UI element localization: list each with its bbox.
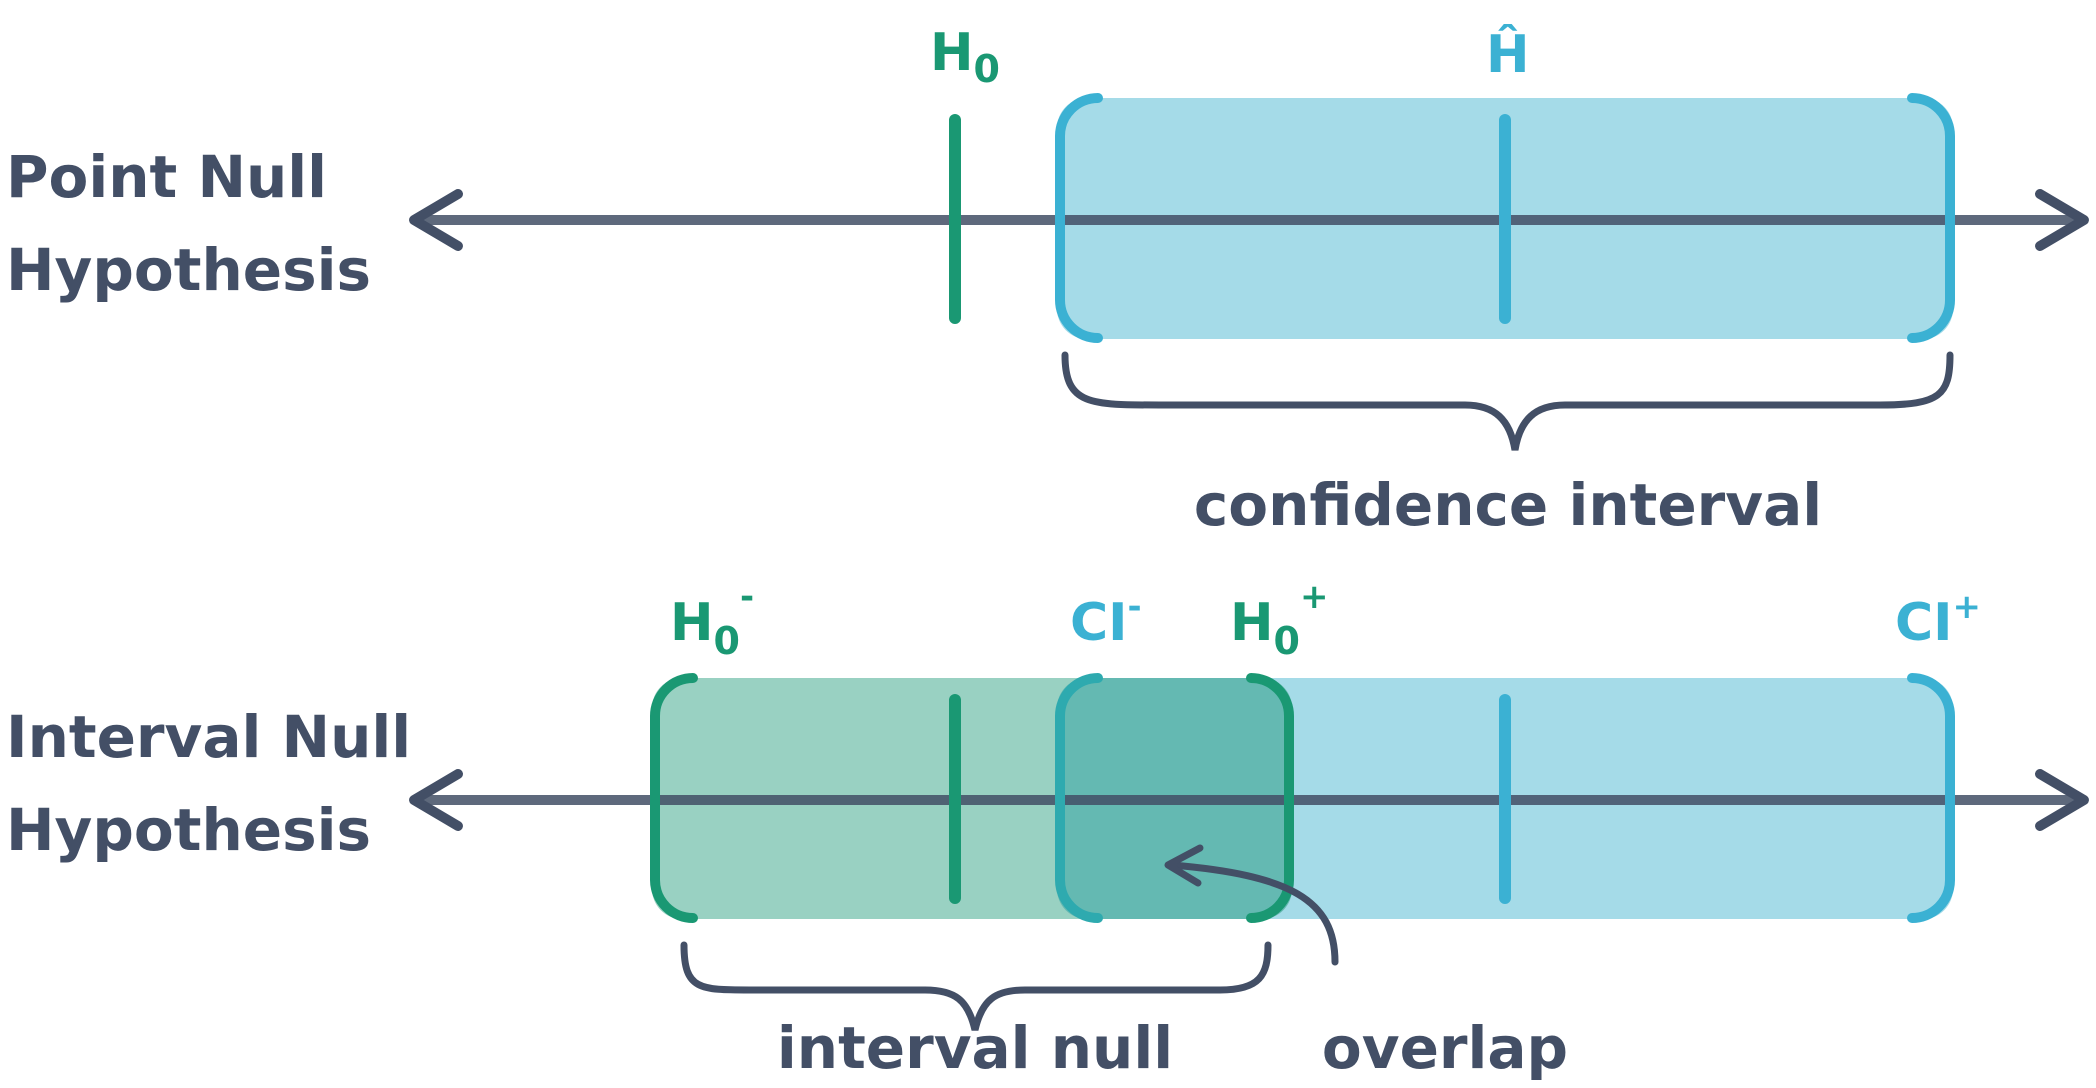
interval-null-axis [409, 769, 2089, 831]
left-arrowhead-icon [409, 189, 463, 251]
ci-minus-bracket [1055, 673, 1103, 923]
h0-label: H0 [930, 23, 1000, 91]
ci-plus-label: CI+ [1895, 587, 1981, 653]
point-null-axis [409, 189, 2089, 251]
interval-null-brace [680, 941, 1272, 1031]
interval-null-row-label-line2: Hypothesis [6, 796, 371, 864]
h0-plus-bracket [1246, 673, 1294, 923]
h0-minus-bracket [650, 673, 698, 923]
overlap-arrowhead-icon [1164, 844, 1204, 887]
ci-plus-bracket [1907, 673, 1955, 923]
confidence-interval-brace [1061, 351, 1954, 451]
interval-null-caption: interval null [777, 1014, 1173, 1082]
right-arrowhead-icon [2035, 769, 2089, 831]
estimate-label: Ĥ [1486, 24, 1530, 85]
overlap-pointer-arrow [1168, 861, 1339, 966]
point-null-row-label-line1: Point Null [6, 143, 327, 211]
ci-minus-label: CI- [1070, 587, 1142, 653]
point-null-row: Point Null Hypothesis H0 Ĥ confidence in… [6, 23, 2089, 539]
interval-null-row: Interval Null Hypothesis H0- CI- H0+ CI+ [6, 577, 2089, 1082]
right-arrowhead-icon [2035, 189, 2089, 251]
ci-lower-bracket [1055, 93, 1103, 343]
point-null-row-label-line2: Hypothesis [6, 236, 371, 304]
overlap-caption: overlap [1322, 1014, 1568, 1082]
left-arrowhead-icon [409, 769, 463, 831]
interval-null-row-label-line1: Interval Null [6, 703, 411, 771]
h0-minus-label: H0- [670, 577, 754, 663]
h0-plus-label: H0+ [1230, 577, 1328, 663]
confidence-interval-caption: confidence interval [1194, 471, 1822, 539]
ci-upper-bracket [1907, 93, 1955, 343]
